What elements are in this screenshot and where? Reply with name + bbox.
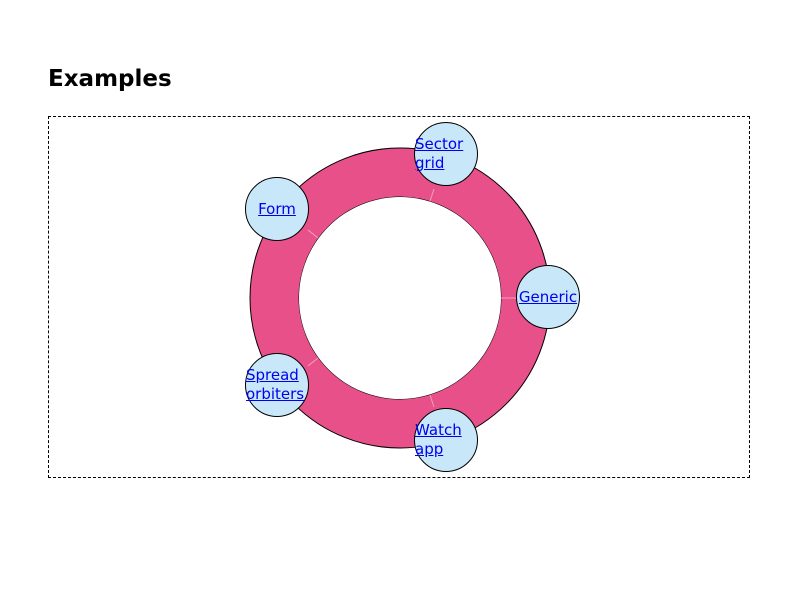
- satellite-form: Form: [245, 177, 309, 241]
- satellite-sector-grid: Sector grid: [414, 122, 478, 186]
- satellite-spread-orbiters: Spread orbiters: [245, 353, 309, 417]
- page-title: Examples: [48, 66, 172, 92]
- generic-link[interactable]: Generic: [518, 287, 578, 306]
- satellite-watch-app: Watch app: [414, 408, 478, 472]
- spread-orbiters-link[interactable]: Spread orbiters: [246, 366, 305, 403]
- orbit-spokes: [307, 188, 516, 408]
- sector-grid-link[interactable]: Sector grid: [415, 135, 464, 172]
- orbit-center: [299, 197, 501, 399]
- examples-container: Sector grid Form Generic Spread orbiters…: [48, 116, 750, 478]
- watch-app-link[interactable]: Watch app: [415, 421, 462, 458]
- form-link[interactable]: Form: [258, 199, 296, 218]
- satellite-generic: Generic: [516, 265, 580, 329]
- orbit-ring-graphic: [249, 147, 551, 449]
